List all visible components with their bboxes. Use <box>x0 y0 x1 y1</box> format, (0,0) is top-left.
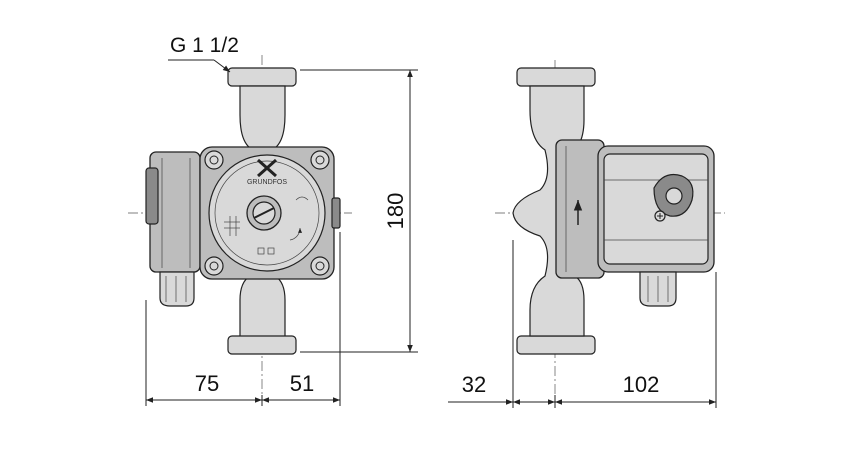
grundfos-logo-icon <box>257 158 277 178</box>
side-view <box>495 60 725 400</box>
nameplate-markings <box>224 196 309 255</box>
left-width-dimension: 75 <box>195 371 219 396</box>
side-dimensions: 32 102 <box>448 240 717 408</box>
front-view: GRUNDFOS <box>128 55 352 400</box>
side-bottom-flange <box>516 335 596 355</box>
bottom-pipe <box>239 275 286 341</box>
right-width-dimension: 51 <box>290 371 314 396</box>
bottom-flange <box>227 335 297 355</box>
top-pipe <box>239 85 286 149</box>
brand-label: GRUNDFOS <box>247 179 287 186</box>
front-dimensions: G 1 1/2 180 75 51 <box>145 34 418 406</box>
thread-label: G 1 1/2 <box>170 34 239 57</box>
side-right-dimension: 102 <box>623 372 660 397</box>
side-left-dimension: 32 <box>462 372 486 397</box>
top-flange <box>227 67 297 87</box>
housing-lip <box>331 197 341 229</box>
terminal-box-clip <box>145 167 159 225</box>
side-motor-flange <box>555 139 605 279</box>
height-dimension: 180 <box>383 193 408 230</box>
cable-gland <box>159 271 195 307</box>
speed-selector-knob-icon <box>653 173 694 217</box>
side-top-flange <box>516 67 596 87</box>
corner-bolts <box>204 150 330 276</box>
